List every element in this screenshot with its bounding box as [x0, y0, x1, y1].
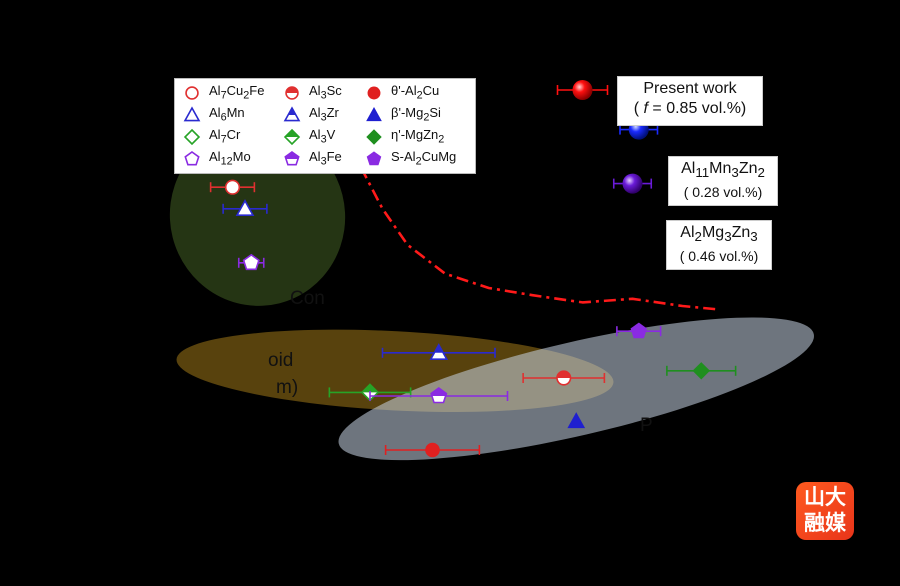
legend-item-beta-mg2si: β'-Mg2Si	[361, 104, 441, 125]
data-point	[556, 80, 609, 100]
legend-item-al12mo: Al12Mo	[179, 148, 251, 169]
boundary-layer	[207, 106, 721, 311]
legend-label: Al3V	[309, 127, 336, 146]
legend-item-al6mn: Al6Mn	[179, 104, 245, 125]
data-point	[616, 322, 662, 339]
legend-label: η'-MgZn2	[391, 127, 445, 146]
point-marker	[556, 370, 572, 386]
legend-marker	[285, 86, 299, 100]
legend-label: θ'-Al2Cu	[391, 83, 440, 102]
region-label-fragment: P	[640, 415, 653, 436]
legend-marker	[184, 151, 200, 166]
legend-marker	[183, 128, 201, 146]
pentagon-filled-icon	[366, 151, 382, 166]
annotation-title: Al2Mg3Zn3	[680, 224, 758, 245]
legend-item-al7cu2fe: Al7Cu2Fe	[179, 82, 264, 103]
legend-marker	[366, 129, 382, 145]
circle-filled-icon	[367, 86, 381, 100]
circle-half-icon	[285, 86, 299, 100]
region-label-fragment: oid	[268, 350, 294, 371]
legend-marker	[366, 106, 382, 122]
legend-label: S-Al2CuMg	[391, 149, 457, 168]
legend: Al7Cu2Fe Al6Mn Al7Cr Al12Mo Al3Sc Al3Zr …	[174, 78, 476, 174]
legend-label: Al7Cu2Fe	[209, 83, 265, 102]
point-marker	[242, 253, 260, 271]
point-marker	[622, 173, 643, 194]
data-point	[522, 370, 606, 386]
point-marker	[567, 412, 586, 429]
triangle-half-icon	[283, 106, 301, 122]
watermark-logo: 山大融媒	[796, 482, 854, 540]
region-label-fragment: Con	[290, 288, 325, 309]
data-point	[222, 199, 268, 216]
data-point	[381, 343, 496, 360]
annotation-title: Present work	[643, 80, 737, 97]
data-point	[666, 362, 737, 380]
point-marker	[429, 343, 449, 360]
legend-label: Al3Zr	[309, 105, 339, 124]
legend-marker	[183, 106, 201, 122]
point-marker	[692, 362, 710, 380]
legend-item-al3sc: Al3Sc	[279, 82, 342, 103]
annotation-subtitle: ( 0.46 vol.%)	[679, 248, 759, 265]
legend-item-al3v: Al3V	[279, 126, 335, 147]
point-marker	[430, 387, 448, 404]
legend-label: Al7Cr	[209, 127, 241, 146]
diamond-open-icon	[183, 128, 201, 146]
data-point	[209, 179, 256, 195]
legend-marker	[185, 86, 199, 100]
data-point	[369, 387, 509, 404]
legend-item-al3fe: Al3Fe	[279, 148, 342, 169]
pentagon-half-icon	[284, 151, 300, 166]
annotation-al2mg3zn3: Al2Mg3Zn3 ( 0.46 vol.%)	[666, 220, 772, 270]
diamond-half-icon	[283, 128, 301, 146]
region-label-fragment: m)	[276, 377, 299, 398]
legend-label: β'-Mg2Si	[391, 105, 441, 124]
annotation-subtitle: ( 0.28 vol.%)	[683, 184, 763, 201]
legend-label: Al3Sc	[309, 83, 342, 102]
legend-marker	[283, 128, 301, 146]
region-ellipse	[338, 317, 814, 461]
point-marker	[425, 442, 440, 458]
pentagon-open-icon	[184, 151, 200, 166]
legend-marker	[283, 106, 301, 122]
annotation-present-work: Present work ( f = 0.85 vol.%)	[617, 76, 763, 126]
legend-label: Al3Fe	[309, 149, 342, 168]
circle-open-icon	[185, 86, 199, 100]
triangle-open-icon	[183, 106, 201, 122]
legend-item-al7cr: Al7Cr	[179, 126, 240, 147]
legend-item-s-al2cumg: S-Al2CuMg	[361, 148, 456, 169]
triangle-filled-icon	[366, 106, 382, 122]
legend-item-al3zr: Al3Zr	[279, 104, 339, 125]
legend-item-eta-mgzn2: η'-MgZn2	[361, 126, 444, 147]
point-marker	[224, 179, 241, 195]
legend-marker	[367, 86, 381, 100]
legend-label: Al6Mn	[209, 105, 245, 124]
boundary-line	[207, 106, 721, 311]
point-marker	[235, 199, 255, 216]
legend-marker	[284, 151, 300, 166]
point-marker	[572, 80, 593, 100]
point-marker	[630, 322, 647, 339]
data-point	[384, 442, 481, 458]
data-point	[237, 253, 265, 271]
diamond-filled-icon	[366, 129, 382, 145]
annotation-title: Al11Mn3Zn2	[681, 160, 765, 181]
annotation-subtitle: ( f = 0.85 vol.%)	[633, 100, 747, 117]
data-point	[612, 173, 653, 194]
legend-marker	[366, 151, 382, 166]
annotation-al11mn3zn2: Al11Mn3Zn2 ( 0.28 vol.%)	[668, 156, 778, 206]
legend-label: Al12Mo	[209, 149, 251, 168]
data-point	[567, 412, 586, 429]
legend-item-theta-al2cu: θ'-Al2Cu	[361, 82, 439, 103]
